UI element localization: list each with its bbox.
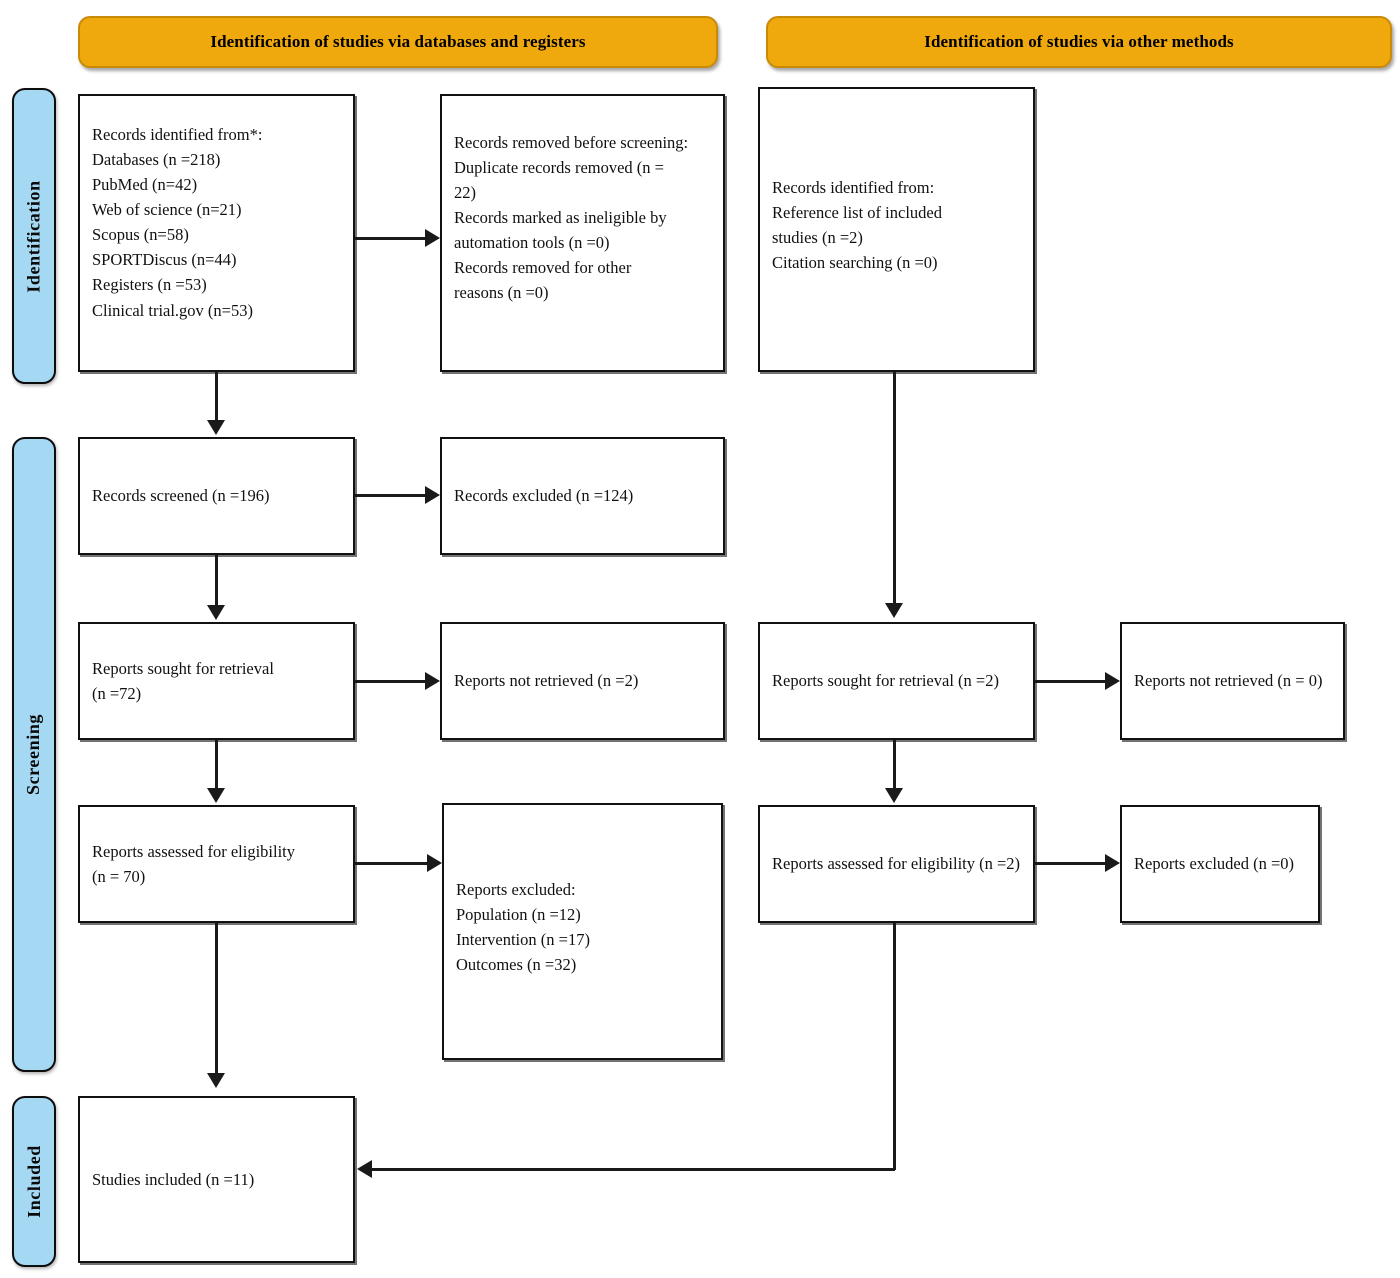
arrowhead-identified-to-screened xyxy=(207,420,225,435)
connector-other-sought-to-not-retrieved xyxy=(1035,680,1105,683)
connector-identified-to-removed xyxy=(355,237,425,240)
connector-other-sought-to-assessed xyxy=(893,740,896,790)
arrowhead-screened-to-excluded xyxy=(425,486,440,504)
banner-databases-registers: Identification of studies via databases … xyxy=(78,16,718,68)
arrowhead-assessed-to-excluded-reasons xyxy=(427,854,442,872)
box-reports-excluded-reasons: Reports excluded: Population (n =12) Int… xyxy=(442,803,723,1060)
arrowhead-sought-to-assessed xyxy=(207,788,225,803)
box-records-removed: Records removed before screening: Duplic… xyxy=(440,94,725,372)
banner-other-methods: Identification of studies via other meth… xyxy=(766,16,1392,68)
connector-sought-to-assessed xyxy=(215,740,218,790)
other-reports-excluded-text: Reports excluded (n =0) xyxy=(1134,854,1295,874)
box-other-reports-not-retrieved: Reports not retrieved (n = 0) xyxy=(1120,622,1345,740)
box-other-reports-excluded: Reports excluded (n =0) xyxy=(1120,805,1320,923)
stage-identification-text: Identification xyxy=(23,179,44,293)
connector-assessed-to-included xyxy=(215,923,218,1075)
arrowhead-screened-to-sought xyxy=(207,605,225,620)
box-other-reports-assessed: Reports assessed for eligibility (n =2) xyxy=(758,805,1035,923)
reports-assessed-text: Reports assessed for eligibility (n = 70… xyxy=(92,841,296,886)
records-identified-text: Records identified from*: Databases (n =… xyxy=(92,125,263,320)
stage-label-included: Included xyxy=(12,1096,56,1267)
arrowhead-other-sought-to-not-retrieved xyxy=(1105,672,1120,690)
banner-databases-label: Identification of studies via databases … xyxy=(210,32,586,51)
stage-label-identification: Identification xyxy=(12,88,56,384)
connector-screened-to-sought xyxy=(215,555,218,607)
reports-excluded-reasons-text: Reports excluded: Population (n =12) Int… xyxy=(456,880,590,975)
connector-screened-to-excluded xyxy=(355,494,425,497)
other-reports-not-retrieved-text: Reports not retrieved (n = 0) xyxy=(1134,671,1323,691)
banner-other-label: Identification of studies via other meth… xyxy=(924,32,1234,51)
other-reports-sought-text: Reports sought for retrieval (n =2) xyxy=(772,671,999,691)
stage-included-text: Included xyxy=(23,1145,44,1218)
other-records-identified-text: Records identified from: Reference list … xyxy=(772,178,942,273)
reports-sought-text: Reports sought for retrieval (n =72) xyxy=(92,658,274,703)
arrowhead-other-sought-to-assessed xyxy=(885,788,903,803)
stage-screening-text: Screening xyxy=(23,713,44,796)
arrowhead-sought-to-not-retrieved xyxy=(425,672,440,690)
connector-identified-to-screened xyxy=(215,372,218,422)
arrowhead-other-assessed-to-excluded xyxy=(1105,854,1120,872)
box-other-reports-sought: Reports sought for retrieval (n =2) xyxy=(758,622,1035,740)
reports-not-retrieved-text: Reports not retrieved (n =2) xyxy=(454,671,639,691)
connector-assessed-to-excluded-reasons xyxy=(355,862,427,865)
box-records-identified: Records identified from*: Databases (n =… xyxy=(78,94,355,372)
arrowhead-identified-to-removed xyxy=(425,229,440,247)
other-reports-assessed-text: Reports assessed for eligibility (n =2) xyxy=(772,854,1021,874)
box-studies-included: Studies included (n =11) xyxy=(78,1096,355,1263)
arrowhead-other-to-included xyxy=(357,1160,372,1178)
box-records-screened: Records screened (n =196) xyxy=(78,437,355,555)
box-reports-sought: Reports sought for retrieval (n =72) xyxy=(78,622,355,740)
connector-other-assessed-to-excluded xyxy=(1035,862,1105,865)
records-excluded-text: Records excluded (n =124) xyxy=(454,486,634,506)
box-reports-not-retrieved: Reports not retrieved (n =2) xyxy=(440,622,725,740)
connector-sought-to-not-retrieved xyxy=(355,680,425,683)
arrowhead-other-identified-to-sought xyxy=(885,603,903,618)
arrowhead-assessed-to-included xyxy=(207,1073,225,1088)
box-other-records-identified: Records identified from: Reference list … xyxy=(758,87,1035,372)
records-removed-text: Records removed before screening: Duplic… xyxy=(454,133,689,303)
stage-label-screening: Screening xyxy=(12,437,56,1072)
records-screened-text: Records screened (n =196) xyxy=(92,486,270,506)
box-reports-assessed: Reports assessed for eligibility (n = 70… xyxy=(78,805,355,923)
connector-other-to-included xyxy=(372,1168,895,1171)
connector-other-assessed-down xyxy=(893,923,896,1170)
studies-included-text: Studies included (n =11) xyxy=(92,1169,255,1189)
connector-other-identified-to-sought xyxy=(893,372,896,605)
box-records-excluded: Records excluded (n =124) xyxy=(440,437,725,555)
